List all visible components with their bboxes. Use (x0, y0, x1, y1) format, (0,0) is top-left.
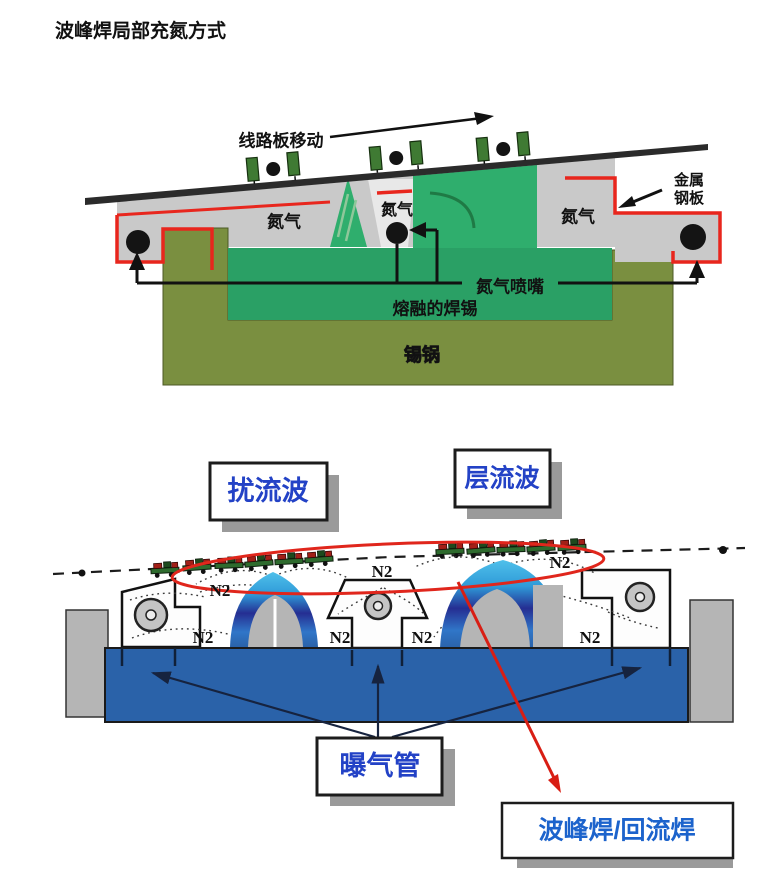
nitrogen-nozzle-left (126, 230, 150, 254)
solder-pool (104, 647, 689, 723)
arrowhead (409, 222, 426, 238)
aeration-pipe-label: 曝气管 (340, 751, 421, 781)
nitrogen-label-left: 氮气 (267, 211, 301, 231)
metal-plate-arrowhead (618, 196, 636, 208)
n2-label: N2 (210, 581, 231, 600)
wave-reflow-callout: 波峰焊/回流焊 (500, 801, 735, 868)
board-motion-arrow (329, 116, 483, 139)
board-motion-arrowhead (474, 112, 494, 125)
arrowhead (689, 260, 705, 278)
turbulent-wave-label: 扰流波 (228, 476, 310, 506)
highlight-ellipse (170, 540, 606, 596)
conveyor-dot (719, 546, 727, 554)
molten-solder-label: 熔融的焊锡 (393, 298, 478, 318)
n2-label: N2 (372, 562, 393, 581)
board-motion-label: 线路板移动 (239, 130, 324, 150)
bottom-diagram: N2 N2 N2 N2 N2 N2 N2 扰流波 层流波 曝气管 波峰焊/回流焊 (52, 448, 746, 868)
conveyor-roller (363, 591, 393, 621)
machine-block-right (689, 599, 734, 723)
solder-wave-column (413, 165, 537, 248)
top-diagram: 线路板移动 金属 钢板 氮气 氮气 氮气 氮气喷嘴 熔融的焊锡 锡锅 (85, 112, 722, 386)
component-cluster (368, 140, 424, 173)
component-cluster (245, 151, 301, 184)
n2-label: N2 (412, 628, 433, 647)
hood-red-outline-right (565, 176, 722, 264)
nitrogen-nozzle-center (386, 222, 408, 244)
nitrogen-label-center: 氮气 (381, 200, 413, 219)
n2-label: N2 (330, 628, 351, 647)
hood-red-outline-left (115, 215, 214, 270)
arrowhead (129, 252, 145, 270)
conveyor-roller (624, 581, 656, 613)
circuit-board (85, 144, 708, 205)
wave-flow-arc (429, 191, 476, 229)
metal-plate-label: 钢板 (674, 189, 705, 207)
solder-pot-label: 锡锅 (404, 344, 440, 365)
laminar-wave-label: 层流波 (464, 465, 540, 493)
jet-stripe (344, 199, 358, 242)
annotation-red-line (456, 581, 558, 783)
wave-reflow-label: 波峰焊/回流焊 (539, 816, 696, 845)
n2-label: N2 (193, 628, 214, 647)
laminar-wave-callout: 层流波 (453, 448, 562, 519)
conveyor-roller (133, 597, 169, 633)
machine-block-left (65, 609, 109, 718)
nitrogen-nozzle-right (680, 224, 706, 250)
jet-stripe (336, 193, 350, 238)
annotation-red-arrowhead (548, 774, 561, 793)
metal-plate-label: 金属 (673, 171, 704, 189)
laminar-wave (440, 560, 563, 648)
page-title: 波峰焊局部充氮方式 (55, 19, 226, 42)
conveyor-dashed-line (52, 546, 746, 576)
hood-red-line-left (116, 200, 331, 217)
n2-label: N2 (550, 553, 571, 572)
component-cluster (475, 131, 531, 164)
nitrogen-label-right: 氮气 (561, 206, 595, 226)
nozzle-callout-label: 氮气喷嘴 (476, 276, 544, 296)
turbulent-wave-callout: 扰流波 (208, 461, 339, 532)
hood-red-line-center (376, 189, 413, 195)
n2-label: N2 (580, 628, 601, 647)
turbulent-wave (230, 572, 318, 647)
conveyor-dot (78, 569, 86, 577)
aeration-pipe-callout: 曝气管 (315, 736, 455, 806)
hood-legs (120, 648, 672, 666)
